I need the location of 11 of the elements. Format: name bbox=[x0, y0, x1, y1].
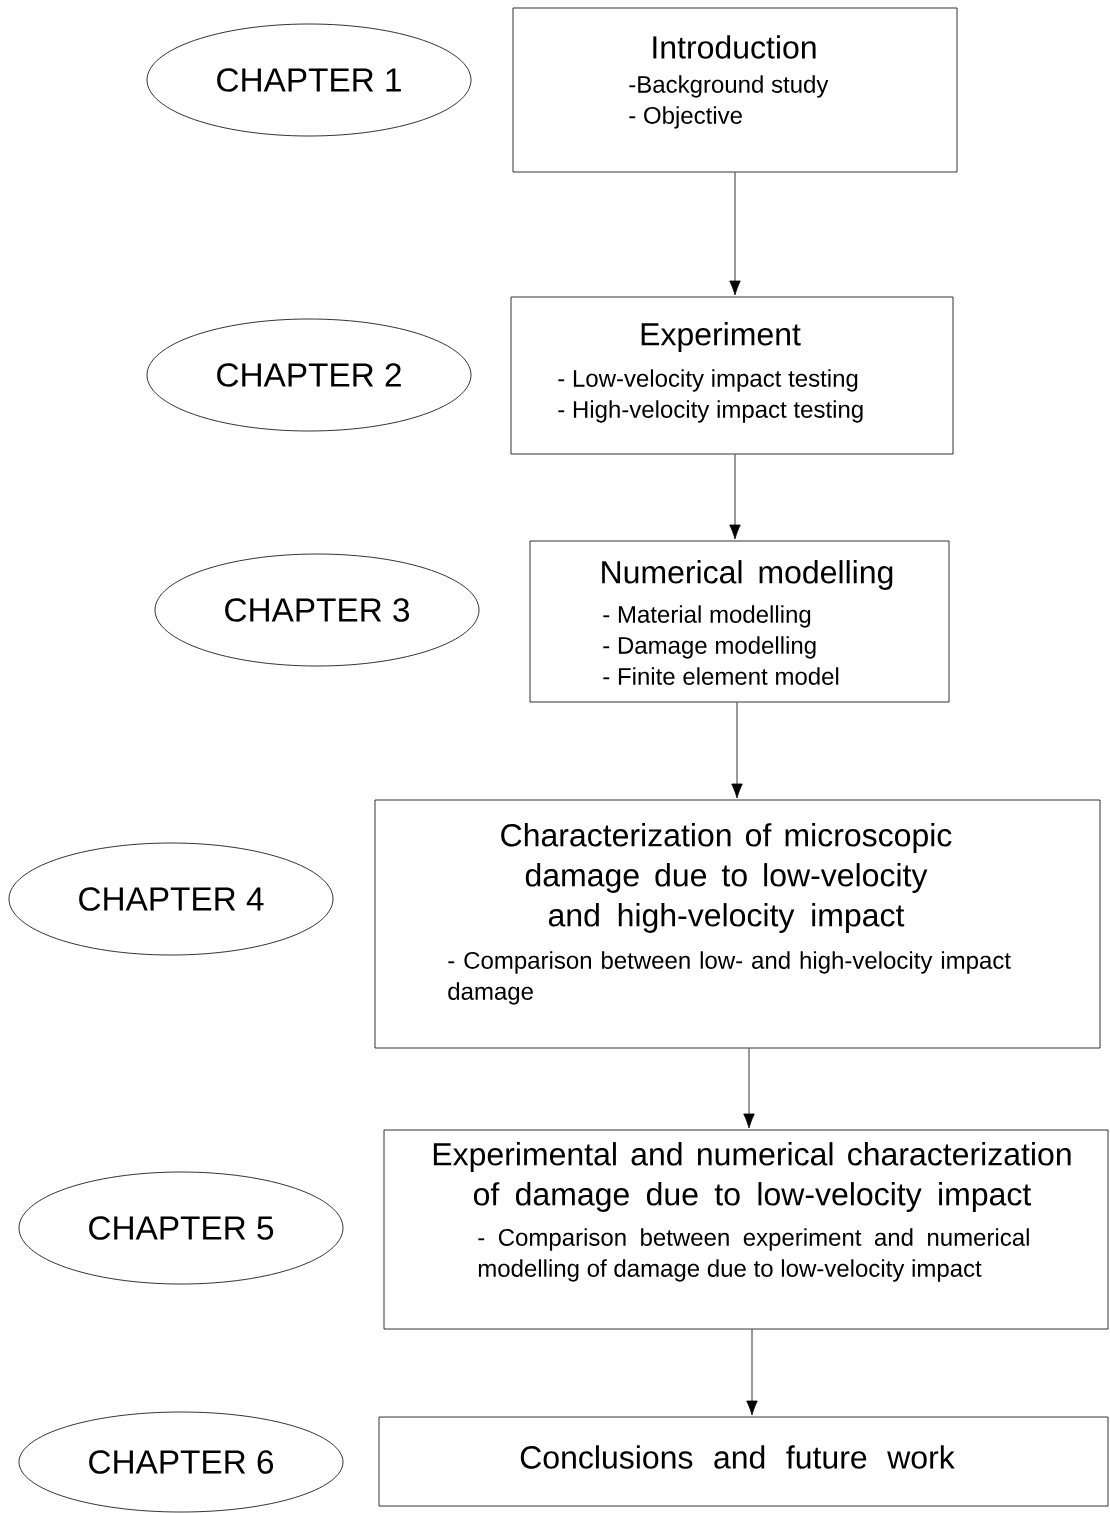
process-box: Numerical modelling - Material modelling - Damage modelling - Finite element model bbox=[529, 540, 950, 703]
process-box: Characterization of microscopic damage due to low-velocity and high-velocity impact - Comparison between low- and high-velocity impact damage bbox=[374, 799, 1101, 1049]
arrow bbox=[731, 702, 743, 799]
arrow bbox=[729, 172, 741, 296]
process-box: Experimental and numerical characterization of damage due to low-velocity impact - Comparison between experiment and numerical modelling of damage due to low-velocity impact bbox=[383, 1129, 1109, 1330]
arrow bbox=[743, 1048, 755, 1129]
arrow bbox=[746, 1329, 758, 1416]
process-box: Experiment - Low-velocity impact testing - High-velocity impact testing bbox=[510, 296, 954, 455]
process-box: Introduction -Background study - Objective bbox=[512, 7, 958, 173]
process-box: Conclusions and future work bbox=[378, 1416, 1109, 1507]
arrow bbox=[729, 454, 741, 540]
